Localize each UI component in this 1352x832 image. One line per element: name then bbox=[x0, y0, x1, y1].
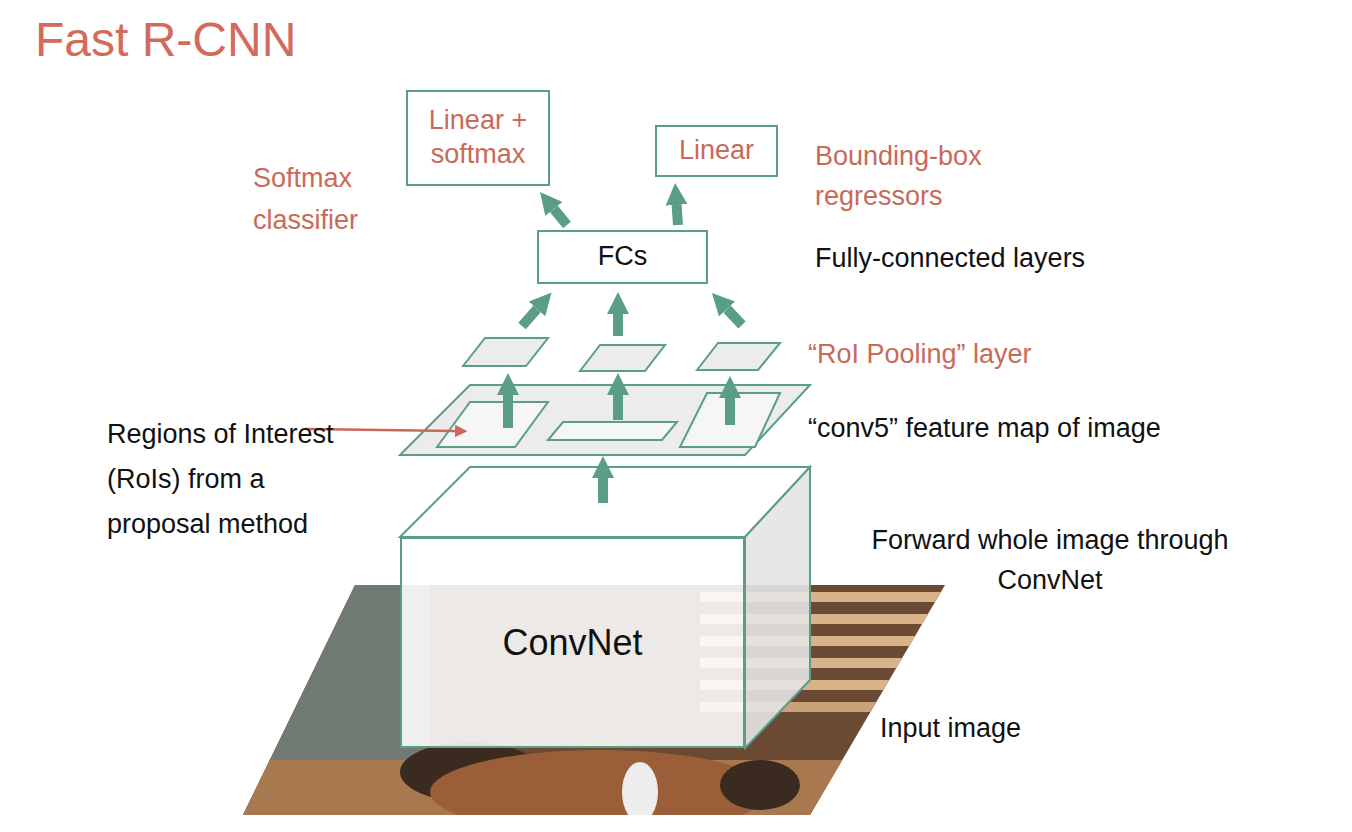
flow-arrow bbox=[554, 209, 567, 225]
cube-side bbox=[745, 467, 810, 748]
flow-arrow bbox=[598, 478, 608, 503]
flow-arrow bbox=[503, 395, 513, 428]
roi-box bbox=[548, 422, 677, 440]
cube-top bbox=[400, 467, 810, 537]
flow-arrow bbox=[727, 309, 742, 325]
pooled-roi bbox=[697, 343, 780, 370]
flow-arrow bbox=[677, 205, 678, 225]
flow-arrow bbox=[613, 395, 623, 420]
flow-arrow bbox=[725, 398, 735, 425]
node-text: Linear + softmax bbox=[419, 104, 537, 172]
node-text: ConvNet bbox=[502, 620, 642, 665]
regressor-box: Linear bbox=[655, 125, 778, 177]
roi-box bbox=[680, 393, 780, 447]
annotation-label: Bounding-box regressors bbox=[815, 136, 1045, 216]
callout-label: Regions of Interest (RoIs) from a propos… bbox=[107, 412, 347, 547]
title-text: Fast R-CNN bbox=[35, 12, 296, 67]
feature-map bbox=[400, 385, 810, 455]
fc-box: FCs bbox=[537, 230, 708, 284]
annotation-label: Softmax classifier bbox=[253, 157, 403, 241]
annotation-label: “RoI Pooling” layer bbox=[808, 336, 1032, 372]
pooled-roi bbox=[580, 345, 665, 371]
layer-label: Forward whole image through ConvNet bbox=[820, 520, 1280, 600]
convnet-box: ConvNet bbox=[400, 537, 745, 748]
pooled-roi bbox=[463, 338, 548, 366]
flow-arrow bbox=[522, 309, 537, 326]
layer-label: “conv5” feature map of image bbox=[808, 410, 1161, 446]
roi-box bbox=[437, 402, 548, 447]
node-text: Linear bbox=[679, 134, 754, 168]
flow-arrow bbox=[613, 314, 623, 336]
node-text: FCs bbox=[598, 240, 648, 274]
classifier-box: Linear + softmax bbox=[406, 90, 550, 186]
layer-label: Input image bbox=[880, 710, 1021, 746]
layer-label: Fully-connected layers bbox=[815, 240, 1085, 276]
